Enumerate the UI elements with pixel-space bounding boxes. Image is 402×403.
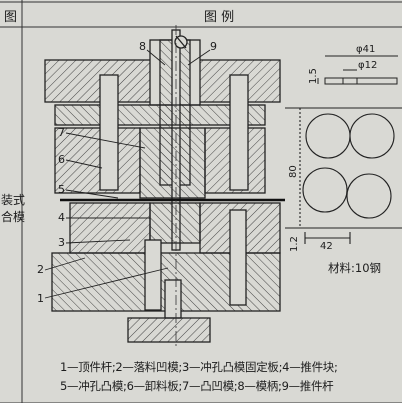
part-number-6: 6 bbox=[58, 153, 65, 166]
side-label-1: 装式 bbox=[1, 193, 26, 207]
dim-thickness: 1.5 bbox=[308, 68, 319, 84]
strip-layout bbox=[285, 107, 402, 244]
caption-line-1: 1—顶件杆;2—落料凹模;3—冲孔凸模固定板;4—推件块; bbox=[60, 360, 338, 374]
leader-lines bbox=[44, 49, 211, 299]
middle-plates bbox=[54, 74, 266, 199]
caption-line-2: 5—冲孔凸模;6—卸料板;7—凸凹模;8—模柄;9—推件杆 bbox=[60, 379, 334, 393]
dim-inner-diameter: φ12 bbox=[358, 60, 378, 71]
header-left: 图 bbox=[4, 10, 18, 25]
part-number-5: 5 bbox=[58, 183, 65, 196]
part-number-2: 2 bbox=[37, 263, 44, 276]
part-number-8: 8 bbox=[139, 40, 146, 53]
side-label-2: 合模 bbox=[1, 210, 26, 224]
part-number-7: 7 bbox=[58, 126, 65, 139]
part-number-1: 1 bbox=[37, 292, 44, 305]
part-number-9: 9 bbox=[210, 40, 217, 53]
dim-outer-diameter: φ41 bbox=[356, 44, 376, 55]
dim-height: 80 bbox=[288, 165, 299, 178]
part-number-3: 3 bbox=[58, 236, 65, 249]
dim-gap: 1.2 bbox=[289, 236, 300, 252]
washer-profile bbox=[317, 55, 398, 85]
part-number-4: 4 bbox=[58, 211, 65, 224]
lower-plates bbox=[51, 202, 281, 343]
material-note: 材料:10钢 bbox=[328, 261, 382, 275]
dim-width: 42 bbox=[320, 241, 333, 252]
header-right: 图 例 bbox=[204, 10, 235, 25]
